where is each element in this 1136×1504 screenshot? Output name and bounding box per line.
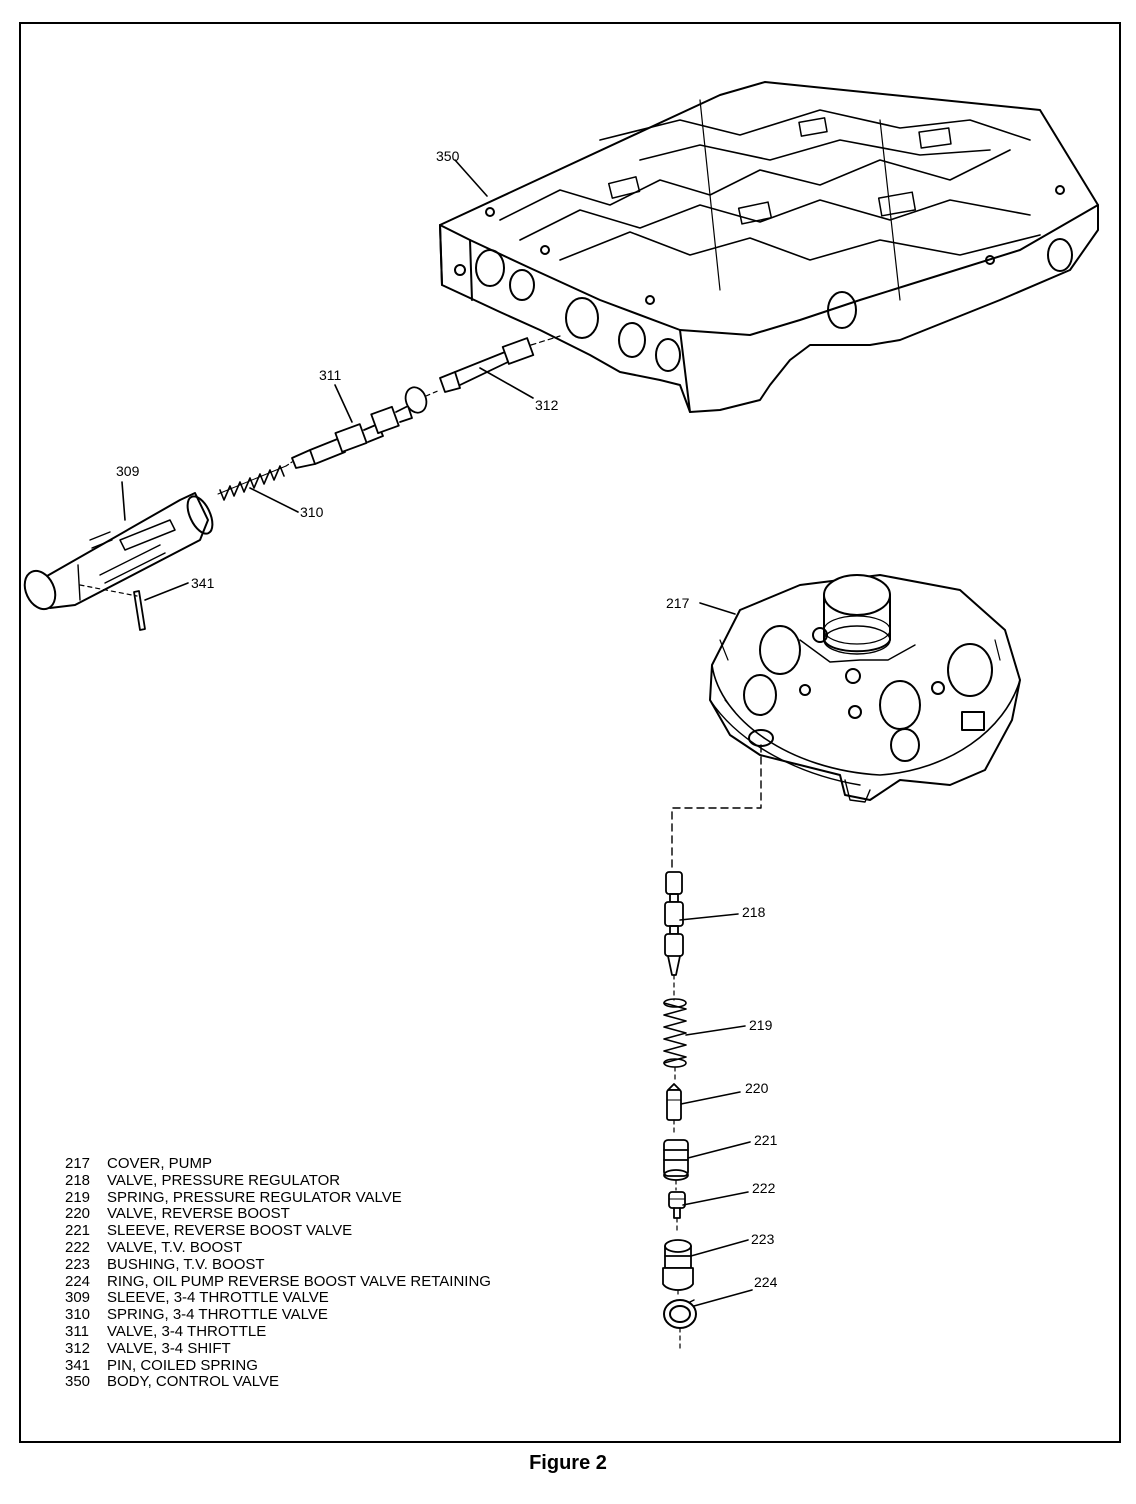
pressure-regulator-spring-219 [663,998,687,1068]
legend-row: 219 SPRING, PRESSURE REGULATOR VALVE [65,1188,491,1207]
callout-310: 310 [300,504,324,520]
legend-description: BUSHING, T.V. BOOST [107,1255,265,1273]
legend-row: 221 SLEEVE, REVERSE BOOST VALVE [65,1222,491,1240]
legend-number: 221 [65,1222,91,1240]
callout-350: 350 [436,148,460,164]
alignment-line [671,744,762,871]
leader-224 [693,1289,753,1307]
pump-cover-217 [709,574,1021,803]
legend-row: 223 BUSHING, T.V. BOOST [65,1255,491,1274]
leader-312 [479,367,534,399]
callout-309: 309 [116,463,140,479]
legend-row: 311 VALVE, 3-4 THROTTLE [65,1322,491,1341]
legend-description: VALVE, T.V. BOOST [107,1238,243,1256]
leader-309 [121,481,126,521]
legend-number: 310 [65,1306,91,1324]
pressure-regulator-valve-218 [664,871,684,976]
legend-row: 341 PIN, COILED SPRING [65,1356,491,1375]
leader-218 [679,913,739,921]
callout-312: 312 [535,397,559,413]
legend-row: 310 SPRING, 3-4 THROTTLE VALVE [65,1306,491,1324]
legend-row: 217 COVER, PUMP [65,1155,491,1173]
legend-number: 309 [65,1289,91,1307]
legend-description: SLEEVE, 3-4 THROTTLE VALVE [107,1289,329,1307]
callout-219: 219 [749,1017,773,1033]
legend-number: 217 [65,1155,91,1172]
legend-description: VALVE, 3-4 SHIFT [107,1339,231,1357]
leader-221 [687,1141,751,1159]
spring-310 [217,461,293,501]
legend-number: 312 [65,1339,91,1357]
legend-number: 350 [65,1373,91,1391]
callout-224: 224 [754,1274,778,1290]
callout-218: 218 [742,904,766,920]
legend-description: SPRING, PRESSURE REGULATOR VALVE [107,1188,402,1206]
legend-description: SLEEVE, REVERSE BOOST VALVE [107,1222,353,1240]
legend-number: 220 [65,1205,91,1223]
legend-number: 311 [65,1322,89,1340]
legend-number: 223 [65,1255,91,1273]
legend-number: 218 [65,1171,91,1189]
legend-number: 222 [65,1238,91,1256]
figure-caption: Figure 2 [529,1452,607,1474]
reverse-boost-sleeve-221 [663,1139,689,1181]
callout-221: 221 [754,1132,778,1148]
legend-row: 222 VALVE, T.V. BOOST [65,1238,491,1257]
callout-220: 220 [745,1080,769,1096]
legend-description: VALVE, REVERSE BOOST [107,1205,290,1223]
leader-223 [690,1239,749,1257]
legend-description: PIN, COILED SPRING [107,1356,258,1374]
legend-row: 350 BODY, CONTROL VALVE [65,1373,491,1391]
legend-number: 224 [65,1272,91,1290]
parts-legend: 217 COVER, PUMP 218 VALVE, PRESSURE REGULA… [65,1155,491,1391]
callout-222: 222 [752,1180,776,1196]
legend-row: 218 VALVE, PRESSURE REGULATOR [65,1171,491,1190]
legend-description: RING, OIL PUMP REVERSE BOOST VALVE RETAI… [107,1272,491,1290]
callout-341: 341 [191,575,215,591]
control-valve-body-350 [439,81,1099,413]
throttle-sleeve-309 [23,492,214,611]
leader-220 [680,1091,741,1105]
leader-219 [685,1025,746,1036]
legend-description: VALVE, 3-4 THROTTLE [107,1322,267,1340]
legend-row: 224 RING, OIL PUMP REVERSE BOOST VALVE RE… [65,1272,491,1291]
figure-frame [19,22,1121,1443]
legend-row: 220 VALVE, REVERSE BOOST [65,1205,491,1223]
leader-222 [682,1191,749,1206]
legend-description: VALVE, PRESSURE REGULATOR [107,1171,341,1189]
callout-223: 223 [751,1231,775,1247]
leader-350 [454,159,488,197]
reverse-boost-valve-220 [666,1083,682,1121]
legend-description: BODY, CONTROL VALVE [107,1373,279,1391]
shift-valve-312 [439,335,561,393]
callout-311: 311 [319,367,342,383]
coiled-spring-pin-341 [79,584,146,631]
legend-row: 312 VALVE, 3-4 SHIFT [65,1339,491,1358]
throttle-valve-311 [291,386,441,469]
legend-row: 309 SLEEVE, 3-4 THROTTLE VALVE [65,1289,491,1307]
retaining-ring-224 [663,1299,697,1329]
legend-number: 219 [65,1188,91,1206]
legend-description: COVER, PUMP [107,1155,213,1172]
leader-311 [334,384,353,423]
callout-217: 217 [666,595,690,611]
leader-310 [249,487,299,513]
legend-description: SPRING, 3-4 THROTTLE VALVE [107,1306,328,1324]
leader-217 [699,602,736,615]
tv-boost-bushing-223 [662,1239,694,1291]
leader-341 [144,582,189,601]
legend-number: 341 [65,1356,91,1374]
